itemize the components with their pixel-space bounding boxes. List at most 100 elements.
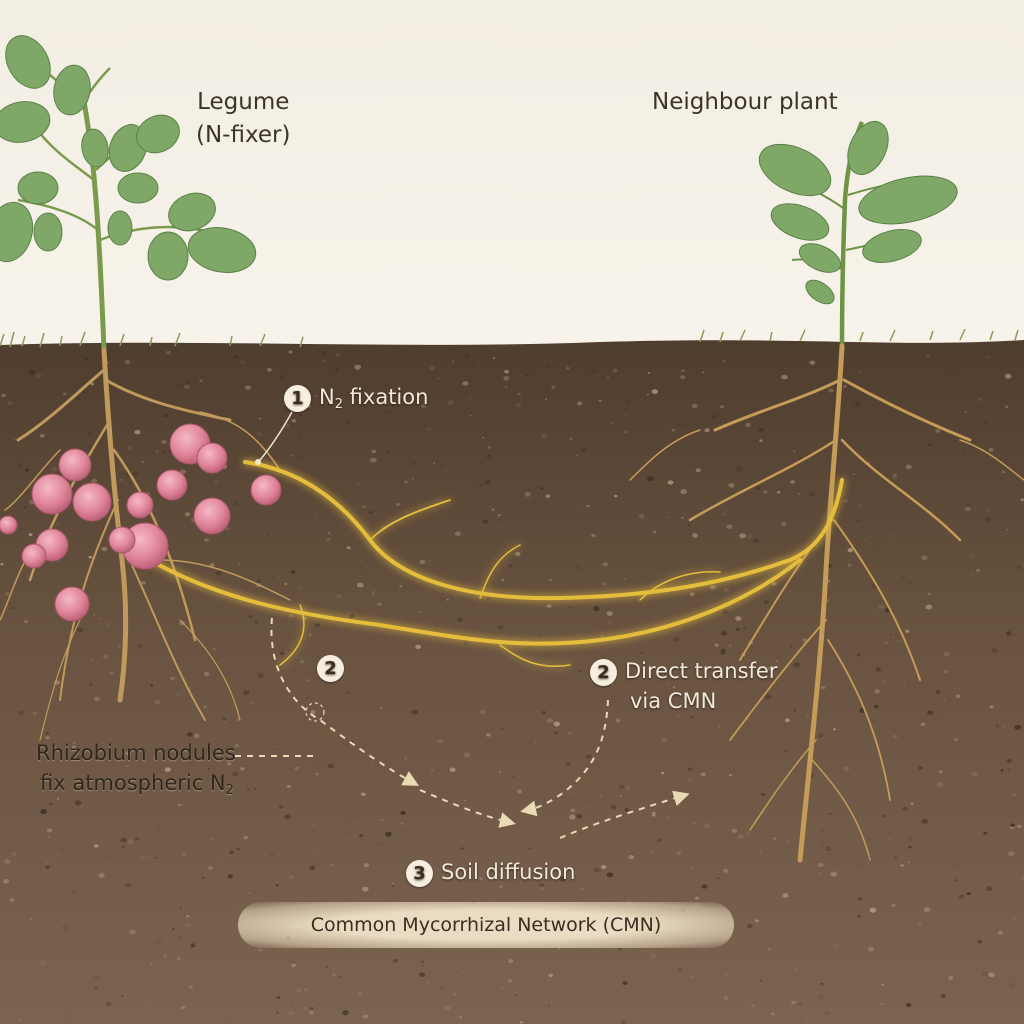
nodules-line2-subscript: 2 — [225, 783, 234, 799]
soil-speck — [35, 373, 42, 379]
soil-speck — [345, 831, 351, 835]
soil-speck — [7, 401, 13, 406]
soil-speck — [927, 889, 930, 891]
soil-speck — [1020, 875, 1024, 880]
soil-speck — [987, 355, 991, 359]
soil-speck — [83, 396, 87, 399]
soil-speck — [860, 863, 863, 865]
soil-speck — [447, 708, 451, 711]
soil-speck — [925, 604, 933, 610]
soil-speck — [618, 948, 622, 951]
soil-speck — [692, 533, 698, 538]
soil-speck — [988, 448, 994, 452]
soil-speck — [1007, 358, 1011, 360]
soil-speck — [154, 699, 161, 705]
soil-speck — [908, 582, 911, 585]
soil-speck — [361, 792, 366, 796]
soil-speck — [362, 505, 366, 508]
soil-speck — [906, 835, 914, 841]
soil-speck — [534, 1004, 538, 1007]
soil-speck — [784, 749, 788, 752]
soil-speck — [149, 572, 152, 574]
soil-speck — [935, 428, 941, 433]
soil-speck — [495, 524, 502, 529]
soil-speck — [446, 469, 449, 471]
soil-speck — [161, 451, 166, 454]
soil-speck — [129, 929, 136, 935]
soil-speck — [39, 433, 45, 438]
soil-speck — [752, 538, 760, 544]
soil-speck — [164, 783, 170, 787]
soil-speck — [137, 643, 143, 648]
soil-speck — [812, 594, 817, 598]
soil-speck — [279, 374, 286, 379]
soil-speck — [611, 422, 614, 424]
soil-speck — [559, 876, 566, 882]
soil-speck — [882, 814, 887, 818]
soil-speck — [89, 683, 93, 686]
soil-speck — [187, 732, 193, 737]
cmn-banner: Common Mycorrhizal Network (CMN) — [238, 902, 734, 948]
nodule — [126, 491, 154, 519]
soil-speck — [856, 653, 861, 657]
soil-speck — [227, 726, 234, 732]
soil-speck — [762, 490, 768, 494]
soil-speck — [427, 981, 430, 984]
soil-speck — [134, 430, 141, 435]
soil-speck — [245, 385, 252, 390]
soil-speck — [134, 836, 140, 841]
soil-speck — [141, 855, 145, 859]
legume-title: Legume — [197, 89, 290, 115]
soil-speck — [85, 632, 88, 634]
soil-speck — [405, 720, 410, 724]
soil-speck — [541, 710, 547, 715]
soil-speck — [986, 886, 993, 892]
soil-speck — [493, 714, 499, 719]
soil-speck — [545, 364, 550, 369]
soil-speck — [357, 991, 363, 996]
soil-speck — [288, 350, 293, 354]
soil-speck — [148, 1004, 151, 1007]
soil-speck — [61, 925, 69, 931]
soil-speck — [966, 774, 969, 776]
soil-speck — [606, 872, 614, 878]
soil-speck — [731, 828, 738, 833]
soil-speck — [239, 360, 246, 365]
soil-speck — [254, 620, 259, 624]
soil-speck — [1016, 565, 1022, 569]
soil-speck — [1011, 656, 1018, 661]
soil-speck — [652, 811, 656, 815]
soil-speck — [593, 867, 601, 873]
soil-speck — [150, 963, 153, 966]
soil-speck — [638, 514, 645, 519]
soil-speck — [457, 617, 464, 622]
soil-speck — [404, 480, 408, 484]
soil-speck — [569, 814, 576, 820]
soil-speck — [525, 374, 529, 377]
soil-speck — [892, 473, 897, 477]
soil-speck — [867, 947, 874, 952]
n2-fixation-leader — [259, 411, 293, 461]
soil-speck — [400, 810, 406, 815]
soil-speck — [243, 690, 250, 695]
soil-speck — [124, 360, 131, 365]
soil-speck — [621, 492, 624, 494]
soil-speck — [758, 427, 765, 432]
soil-speck — [809, 492, 816, 497]
soil-speck — [759, 850, 762, 853]
soil-speck — [624, 808, 630, 812]
soil-speck — [499, 885, 503, 889]
soil-speck — [902, 577, 905, 579]
soil-speck — [492, 899, 495, 902]
soil-speck — [849, 687, 852, 690]
soil-speck — [326, 538, 331, 541]
soil-speck — [46, 582, 51, 586]
soil-speck — [709, 584, 716, 590]
soil-speck — [220, 776, 224, 780]
soil-speck — [426, 559, 432, 563]
soil-speck — [782, 893, 789, 898]
soil-speck — [983, 421, 988, 424]
soil-speck — [882, 680, 886, 683]
